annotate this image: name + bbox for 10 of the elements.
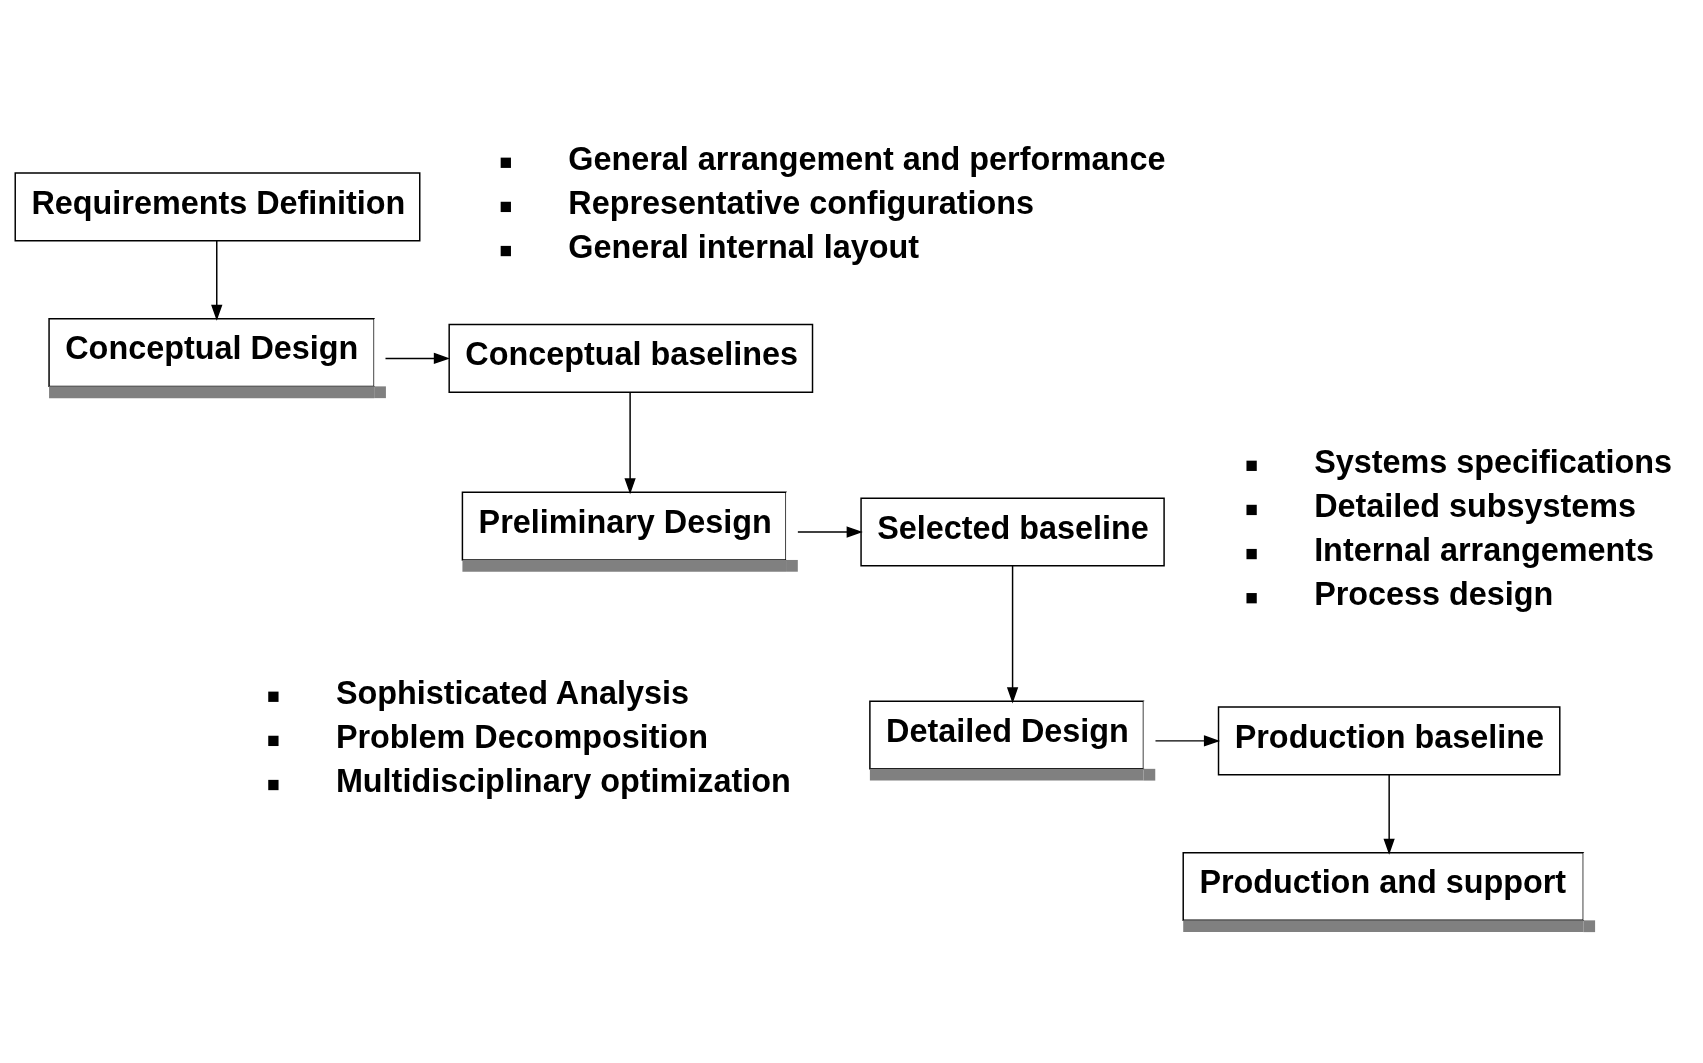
label: Problem Decomposition — [335, 718, 709, 755]
label: General arrangement and performance — [568, 140, 1166, 177]
label: Systems specifications — [1314, 443, 1673, 480]
label: Internal arrangements — [1314, 531, 1655, 568]
label: Sophisticated Analysis — [335, 674, 689, 711]
label: Representative configurations — [568, 184, 1035, 221]
label: Detailed subsystems — [1314, 487, 1637, 524]
label: General internal layout — [568, 228, 919, 265]
label: Multidisciplinary optimization — [335, 762, 791, 799]
label: Process design — [1314, 575, 1554, 612]
